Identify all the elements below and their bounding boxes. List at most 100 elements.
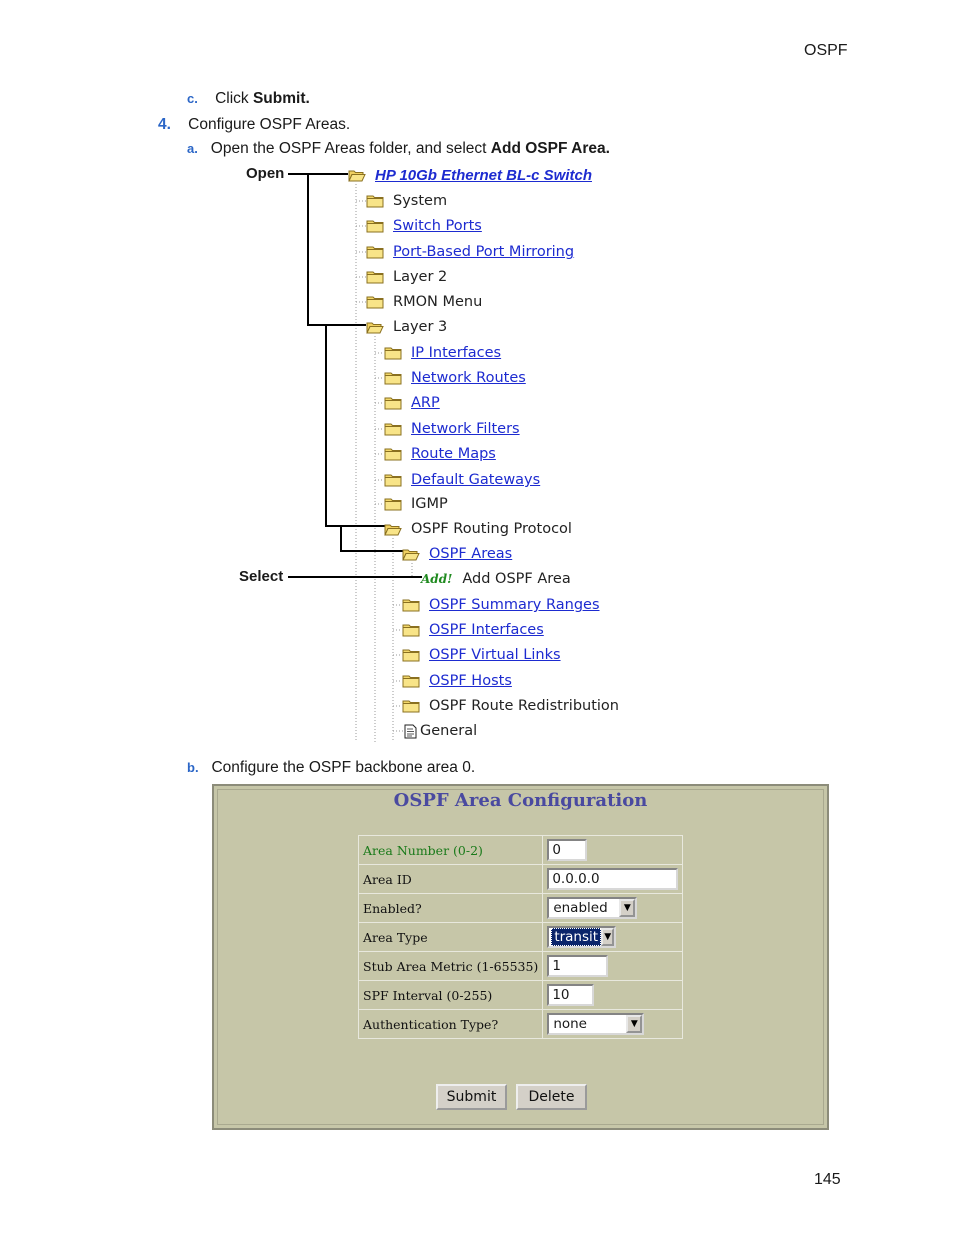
- tree-item-ip-interfaces[interactable]: IP Interfaces: [384, 343, 501, 363]
- delete-button[interactable]: Delete: [516, 1084, 587, 1110]
- table-row: SPF Interval (0-255) 10: [357, 980, 684, 1010]
- tree-item-add-ospf-area[interactable]: Add! Add OSPF Area: [421, 569, 571, 589]
- tree-item-label[interactable]: Add OSPF Area: [462, 571, 571, 587]
- tree-item-label[interactable]: Route Maps: [411, 446, 496, 462]
- tree-item-label[interactable]: General: [420, 723, 478, 739]
- tree-item-rmon[interactable]: RMON Menu: [366, 292, 482, 312]
- folder-icon: [384, 347, 402, 360]
- step-4-marker: 4.: [158, 116, 171, 133]
- tree-item-label[interactable]: System: [393, 193, 448, 209]
- area-id-label: Area ID: [357, 864, 544, 894]
- enabled-select[interactable]: enabled ▼: [547, 897, 638, 919]
- folder-icon: [402, 649, 420, 662]
- dropdown-arrow-icon[interactable]: ▼: [601, 928, 615, 946]
- tree-item-layer2[interactable]: Layer 2: [366, 267, 447, 287]
- tree-item-label[interactable]: OSPF Interfaces: [429, 622, 544, 638]
- folder-icon: [384, 397, 402, 410]
- callout-lines: [288, 173, 422, 578]
- step-c-marker: c.: [187, 91, 198, 106]
- tree-item-ospf-interfaces[interactable]: OSPF Interfaces: [402, 620, 544, 640]
- tree-item-route-maps[interactable]: Route Maps: [384, 444, 496, 464]
- stub-metric-cell: 1: [542, 951, 684, 981]
- tree-item-general[interactable]: General: [404, 721, 477, 741]
- panel-inner: OSPF Area Configuration Area Number (0-2…: [217, 789, 824, 1125]
- tree-item-label[interactable]: IGMP: [411, 496, 448, 512]
- auth-type-select[interactable]: none ▼: [547, 1013, 645, 1035]
- area-type-select[interactable]: transit ▼: [547, 926, 617, 948]
- tree-item-label[interactable]: OSPF Virtual Links: [429, 647, 561, 663]
- step-b: b. Configure the OSPF backbone area 0.: [187, 759, 475, 777]
- tree-item-ospf-virtual[interactable]: OSPF Virtual Links: [402, 645, 561, 665]
- panel-title: OSPF Area Configuration: [393, 790, 648, 811]
- spf-interval-input[interactable]: 10: [547, 984, 595, 1006]
- tree-item-label[interactable]: Layer 3: [393, 319, 448, 335]
- folder-icon: [366, 271, 384, 284]
- folder-open-icon: [384, 524, 402, 536]
- area-type-cell: transit ▼: [542, 922, 684, 952]
- folder-icon: [384, 372, 402, 385]
- tree-root-label[interactable]: HP 10Gb Ethernet BL-c Switch: [375, 166, 592, 184]
- folder-icon: [366, 220, 384, 233]
- step-b-marker: b.: [187, 760, 199, 775]
- folder-icon: [366, 246, 384, 259]
- dropdown-arrow-icon[interactable]: ▼: [619, 899, 636, 917]
- page-number: 145: [814, 1171, 841, 1188]
- tree-item-label[interactable]: Network Filters: [411, 421, 520, 437]
- folder-icon: [384, 498, 402, 511]
- tree-item-label[interactable]: OSPF Routing Protocol: [411, 521, 572, 537]
- table-row: Area ID 0.0.0.0: [357, 864, 684, 894]
- submit-button[interactable]: Submit: [436, 1084, 507, 1110]
- folder-open-icon: [366, 322, 384, 334]
- step-4-text: Configure OSPF Areas.: [188, 116, 351, 133]
- auth-type-select-value: none: [553, 1016, 587, 1032]
- tree-item-ospf-summary[interactable]: OSPF Summary Ranges: [402, 595, 600, 615]
- tree-item-label[interactable]: RMON Menu: [393, 294, 483, 310]
- folder-open-icon: [402, 549, 420, 561]
- step-c: c. Click Submit.: [187, 90, 310, 108]
- tree-item-arp[interactable]: ARP: [384, 393, 440, 413]
- area-type-label: Area Type: [357, 922, 544, 952]
- tree-item-igmp[interactable]: IGMP: [384, 494, 448, 514]
- area-type-select-value: transit: [551, 928, 602, 946]
- step-c-text: Click: [215, 90, 253, 107]
- step-b-text: Configure the OSPF backbone area 0.: [211, 759, 476, 776]
- tree-item-ospf-hosts[interactable]: OSPF Hosts: [402, 671, 512, 691]
- tree-item-ospf-redist[interactable]: OSPF Route Redistribution: [402, 696, 619, 716]
- tree-item-label[interactable]: OSPF Hosts: [429, 673, 512, 689]
- tree-item-label[interactable]: OSPF Areas: [429, 546, 513, 562]
- tree-item-network-filters[interactable]: Network Filters: [384, 419, 520, 439]
- folder-icon: [402, 599, 420, 612]
- tree-item-layer3[interactable]: Layer 3: [366, 317, 447, 337]
- step-a-marker: a.: [187, 141, 198, 156]
- tree-item-label[interactable]: Switch Ports: [393, 218, 482, 234]
- tree-item-label[interactable]: Layer 2: [393, 269, 448, 285]
- step-4: 4. Configure OSPF Areas.: [158, 116, 350, 134]
- table-row: Enabled? enabled ▼: [357, 893, 684, 923]
- area-id-cell: 0.0.0.0: [542, 864, 684, 894]
- tree-item-switch-ports[interactable]: Switch Ports: [366, 216, 482, 236]
- tree-item-label[interactable]: IP Interfaces: [411, 345, 502, 361]
- table-row: Authentication Type? none ▼: [357, 1009, 684, 1039]
- tree-root[interactable]: HP 10Gb Ethernet BL-c Switch: [348, 165, 592, 185]
- tree-item-label[interactable]: ARP: [411, 395, 440, 411]
- tree-item-ospf-areas[interactable]: OSPF Areas: [402, 544, 512, 564]
- tree-item-ospf-routing[interactable]: OSPF Routing Protocol: [384, 519, 572, 539]
- config-table: Area Number (0-2) 0 Area ID 0.0.0.0 Enab…: [357, 835, 684, 1039]
- area-number-input[interactable]: 0: [547, 839, 588, 861]
- tree-item-port-mirroring[interactable]: Port-Based Port Mirroring: [366, 242, 574, 262]
- enabled-cell: enabled ▼: [542, 893, 684, 923]
- tree-item-default-gateways[interactable]: Default Gateways: [384, 470, 540, 490]
- tree-item-label[interactable]: OSPF Summary Ranges: [429, 597, 600, 613]
- folder-open-icon: [348, 170, 366, 182]
- tree-item-network-routes[interactable]: Network Routes: [384, 368, 526, 388]
- stub-metric-input[interactable]: 1: [547, 955, 609, 977]
- folder-icon: [366, 195, 384, 208]
- tree-item-label[interactable]: Network Routes: [411, 370, 526, 386]
- table-row: Stub Area Metric (1-65535) 1: [357, 951, 684, 981]
- tree-item-label[interactable]: Default Gateways: [411, 472, 541, 488]
- tree-item-system[interactable]: System: [366, 191, 447, 211]
- dropdown-arrow-icon[interactable]: ▼: [626, 1015, 643, 1033]
- tree-item-label[interactable]: Port-Based Port Mirroring: [393, 244, 575, 260]
- tree-item-label[interactable]: OSPF Route Redistribution: [429, 698, 619, 714]
- area-id-input[interactable]: 0.0.0.0: [547, 868, 679, 890]
